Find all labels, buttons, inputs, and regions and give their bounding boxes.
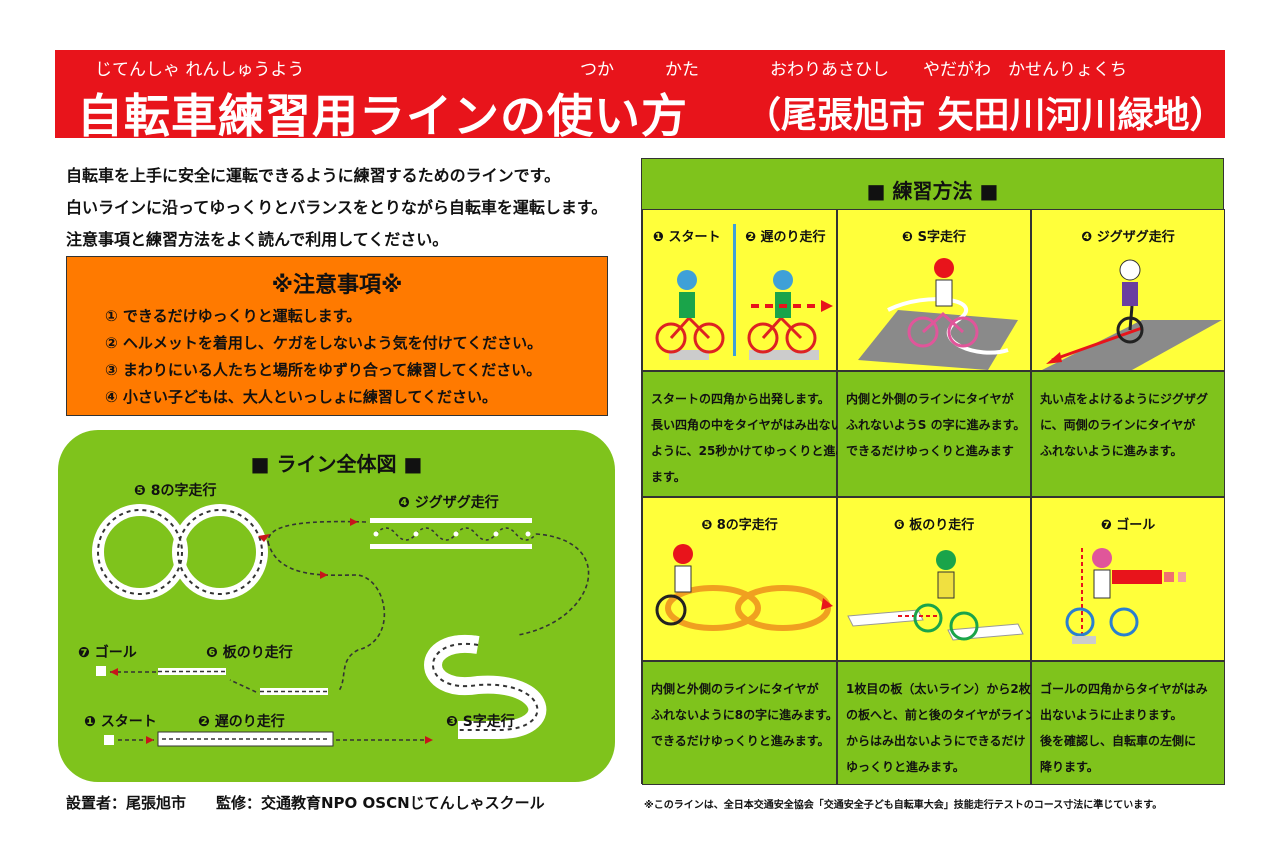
bike-illustration-icon — [1065, 548, 1186, 644]
method-text-line: ふれないように8の字に進みます。 — [651, 708, 838, 722]
caution-title: ※注意事項※ — [271, 273, 403, 298]
methods-panel: ■ 練習方法 ■ ❶ スタート ❷ 遅のり走行 ❸ S字走行 — [641, 158, 1225, 785]
method-head: ❹ ジグザグ走行 — [1081, 230, 1175, 245]
method-text-plank: 1枚目の板（太いライン）から2枚目 の板へと、前と後のタイヤがライン からはみ出… — [837, 661, 1043, 785]
bike-illustration-icon — [655, 544, 833, 631]
zigzag-course — [370, 518, 537, 549]
method-text-line: 出ないように止まります。 — [1040, 708, 1183, 722]
methods-title: ■ 練習方法 ■ — [866, 179, 999, 203]
method-text-line: 内側と外側のラインにタイヤが — [651, 682, 819, 696]
method-text-start: スタートの四角から出発します。 長い四角の中をタイヤがはみ出ない ように、25秒… — [642, 371, 848, 497]
method-text-line: ゆっくりと進みます。 — [846, 760, 965, 774]
method-image-goal: ❼ ゴール — [1031, 497, 1225, 661]
label-start: ❶ スタート — [84, 714, 157, 730]
label-zigzag: ❹ ジグザグ走行 — [398, 495, 499, 511]
caution-item: ① できるだけゆっくりと運転します。 — [105, 307, 362, 325]
overall-title: ■ ライン全体図 ■ — [250, 452, 423, 476]
caution-item: ④ 小さい子どもは、大人といっしょに練習してください。 — [105, 388, 498, 406]
method-text-zigzag: 丸い点をよけるようにジグザグ に、両側のラインにタイヤが ふれないように進みます… — [1031, 371, 1225, 497]
intro-line: 注意事項と練習方法をよく読んで利用してください。 — [66, 230, 449, 249]
method-text-line: ます。 — [651, 470, 686, 484]
method-head: ❷ 遅のり走行 — [745, 230, 826, 245]
caution-list: ① できるだけゆっくりと運転します。 ② ヘルメットを着用し、ケガをしないよう気… — [105, 305, 542, 413]
label-goal: ❼ ゴール — [78, 645, 137, 661]
method-text-line: ふれないように進みます。 — [1040, 444, 1183, 458]
method-text-goal: ゴールの四角からタイヤがはみ 出ないように止まります。 後を確認し、自転車の左側… — [1031, 661, 1225, 785]
bike-illustration-icon — [847, 550, 1024, 641]
intro-text: 自転車を上手に安全に運転できるように練習するためのラインです。 白いラインに沿っ… — [66, 150, 626, 249]
label-plank: ❻ 板のり走行 — [206, 645, 293, 661]
method-text-line: からはみ出ないようにできるだけ — [846, 734, 1026, 748]
caution-item: ③ まわりにいる人たちと場所をゆずり合って練習してください。 — [105, 361, 542, 379]
method-head: ❶ スタート — [653, 230, 721, 245]
method-text-line: の板へと、前と後のタイヤがライン — [846, 708, 1037, 722]
title-ruby-c: おわりあさひし やだがわ かせんりょくち — [770, 60, 1127, 80]
method-text-line: 降ります。 — [1040, 760, 1099, 774]
caution-box: ※注意事項※ ① できるだけゆっくりと運転します。 ② ヘルメットを着用し、ケガ… — [66, 256, 608, 416]
method-image-zigzag: ❹ ジグザグ走行 — [1031, 209, 1225, 371]
bike-illustration-icon — [1042, 259, 1222, 370]
method-text-line: 内側と外側のラインにタイヤが — [846, 392, 1014, 406]
method-text-line: 後を確認し、自転車の左側に — [1040, 734, 1197, 748]
figure8-course — [92, 504, 268, 600]
overall-diagram: ■ ライン全体図 ■ ❺ 8の字走行 ❹ ジグザグ走行 ❼ ゴール ❻ 板のり走… — [58, 430, 615, 782]
intro-line: 白いラインに沿ってゆっくりとバランスをとりながら自転車を運転します。 — [66, 198, 608, 217]
method-text-line: 長い四角の中をタイヤがはみ出ない — [651, 418, 843, 432]
label-figure8: ❺ 8の字走行 — [134, 483, 217, 499]
method-text-line: ように、25秒かけてゆっくりと進み — [651, 444, 848, 458]
label-s-curve: ❸ S字走行 — [446, 714, 515, 730]
caution-item: ② ヘルメットを着用し、ケガをしないよう気を付けてください。 — [105, 334, 543, 352]
method-text-line: できるだけゆっくりと進みます。 — [651, 734, 830, 748]
intro-line: 自転車を上手に安全に運転できるように練習するためのラインです。 — [66, 166, 561, 185]
bike-illustration-icon — [655, 270, 833, 360]
label-slow: ❷ 遅のり走行 — [198, 714, 285, 730]
method-image-figure8: ❺ 8の字走行 — [642, 497, 837, 661]
divider — [733, 224, 736, 356]
title-ruby-a: じてんしゃ れんしゅうよう — [95, 60, 305, 80]
s-curve-course — [424, 634, 547, 739]
method-text-line: スタートの四角から出発します。 — [651, 392, 830, 406]
method-head: ❼ ゴール — [1100, 518, 1156, 533]
method-image-start: ❶ スタート ❷ 遅のり走行 — [642, 209, 837, 371]
bike-illustration-icon — [858, 258, 1018, 370]
method-text-line: 1枚目の板（太いライン）から2枚目 — [846, 682, 1043, 696]
title-ruby-b: つか かた — [580, 60, 699, 80]
method-image-s-curve: ❸ S字走行 — [837, 209, 1031, 371]
page-subtitle: （尾張旭市 矢田川河川緑地） — [745, 95, 1226, 136]
course-map — [92, 504, 590, 747]
method-text-s-curve: 内側と外側のラインにタイヤが ふれないようS の字に進みます。 できるだけゆっく… — [837, 371, 1031, 497]
method-text-figure8: 内側と外側のラインにタイヤが ふれないように8の字に進みます。 できるだけゆっく… — [642, 661, 838, 785]
method-text-line: に、両側のラインにタイヤが — [1040, 418, 1196, 432]
method-image-plank: ❻ 板のり走行 — [837, 497, 1031, 661]
method-text-line: 丸い点をよけるようにジグザグ — [1040, 392, 1209, 406]
method-text-line: ゴールの四角からタイヤがはみ — [1040, 682, 1208, 696]
page-title: 自転車練習用ラインの使い方 — [77, 89, 688, 143]
footer-credits: 設置者：尾張旭市 監修：交通教育NPO OSCNじてんしゃスクール — [66, 794, 545, 812]
method-text-line: ふれないようS の字に進みます。 — [846, 418, 1026, 432]
title-banner: じてんしゃ れんしゅうよう つか かた おわりあさひし やだがわ かせんりょくち… — [55, 50, 1226, 143]
method-head: ❸ S字走行 — [902, 230, 966, 245]
method-head: ❺ 8の字走行 — [701, 518, 778, 533]
method-head: ❻ 板のり走行 — [893, 518, 975, 533]
method-text-line: できるだけゆっくりと進みます — [846, 444, 1014, 458]
footnote: ※このラインは、全日本交通安全協会「交通安全子ども自転車大会」技能走行テストのコ… — [644, 800, 1163, 811]
